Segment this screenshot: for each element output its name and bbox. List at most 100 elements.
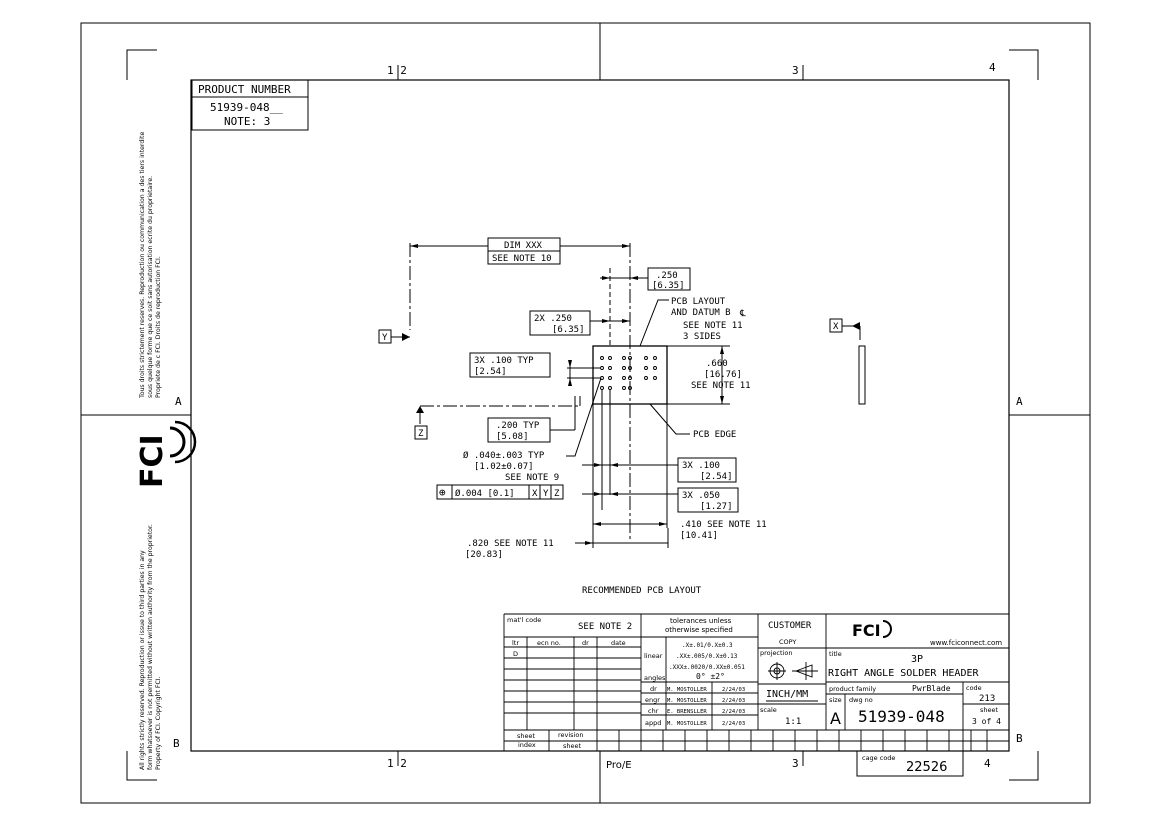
approval-date-appd: 2/24/03: [722, 721, 745, 727]
title-label: title: [829, 650, 842, 658]
zone-label-top-3: 3: [792, 64, 799, 77]
size-label: size: [829, 696, 842, 704]
projection-label: projection: [760, 649, 792, 657]
feature-control-frame: ⊕ Ø.004 [0.1] X Y Z: [436, 484, 564, 500]
side-note-english-line-2: form whatsoever is not permitted without…: [147, 524, 154, 770]
fcf-datum-z: Z: [554, 489, 560, 499]
fci-logo-vertical-text: FCI: [135, 434, 170, 488]
datum-z-box: [414, 425, 428, 440]
tolerance-2: .XX±.005/0.X±0.13: [676, 653, 738, 660]
units-label: INCH/MM: [766, 689, 808, 700]
title-line-2: RIGHT ANGLE SOLDER HEADER: [828, 668, 979, 679]
dim-xxx-note: SEE NOTE 10: [492, 254, 552, 264]
title-block: mat'l code SEE NOTE 2 ltr ecn no. dr dat…: [503, 613, 1009, 751]
cage-code-label: cage code: [862, 754, 895, 762]
revision-table-rows: [504, 657, 641, 714]
hole-diameter-mm: [1.02±0.07]: [474, 462, 534, 472]
product-family-label: product family: [829, 685, 876, 693]
tolerances-line-2: otherwise specified: [665, 626, 733, 634]
pcb-edge-label: PCB EDGE: [693, 430, 736, 440]
matl-code-value: SEE NOTE 2: [578, 622, 632, 632]
dim-2x250-box: [529, 310, 591, 336]
fcf-datum-x: X: [532, 489, 538, 499]
dim-2x250-mm: [6.35]: [552, 325, 585, 335]
product-number-value: 51939-048__: [210, 101, 283, 114]
outer-border: [80, 22, 1091, 804]
dim-820-mm: [20.83]: [465, 550, 503, 560]
approval-role-chr: chr: [648, 707, 659, 715]
dim-200-inch: .200 TYP: [496, 421, 540, 431]
dim-410-inch: .410 SEE NOTE 11: [680, 520, 767, 530]
scale-label: scale: [760, 706, 777, 714]
side-note-english-line-1: All rights strictly reserved. Reproducti…: [139, 550, 146, 770]
dim-660-note: SEE NOTE 11: [691, 381, 751, 391]
dim-3x100-inch: 3X .100: [682, 461, 720, 471]
approval-role-dr: dr: [650, 685, 657, 693]
side-note-english-line-3: Property of FCI. Copyright FCI.: [155, 676, 162, 770]
zone-label-bottom-3: 3: [792, 757, 799, 770]
product-number-note: NOTE: 3: [224, 115, 270, 128]
cage-code-value: 22526: [906, 760, 947, 775]
product-number-header: PRODUCT NUMBER: [198, 83, 291, 96]
dim-xxx-label: DIM XXX: [504, 241, 543, 251]
dim-2x250-inch: 2X .250: [534, 314, 572, 324]
dim-3x100-typ-mm: [2.54]: [474, 367, 507, 377]
zone-label-right-a: A: [1016, 395, 1023, 408]
datum-y-label: Y: [382, 333, 388, 343]
sheet-index-grid: [596, 730, 988, 751]
approval-date-chr: 2/24/03: [722, 709, 745, 715]
datum-z-label: Z: [418, 429, 424, 439]
fci-logo-title-arc: [882, 620, 892, 638]
side-note-french-line-2: sous quelque forme que ce soit sans auto…: [147, 176, 154, 398]
code-label: code: [966, 684, 982, 692]
tolerance-1: .X±.01/0.X±0.3: [682, 642, 733, 649]
approval-name-appd: M. MOSTOLLER: [667, 721, 707, 727]
centerline-symbol: ℄: [739, 309, 746, 319]
third-angle-projection-icon: [768, 662, 818, 680]
revision-label: revision: [558, 731, 583, 739]
dim-3x050-mm: [1.27]: [700, 502, 733, 512]
title-line-1: 3P: [911, 654, 923, 665]
dim-250-mm: [6.35]: [652, 281, 685, 291]
scale-value: 1:1: [785, 717, 801, 727]
side-note-french: Tous droits strictement reserves. Reprod…: [139, 132, 162, 399]
code-value: 213: [979, 694, 995, 704]
zone-label-top-12: 1 2: [387, 64, 407, 77]
dim-3x100-mm: [2.54]: [700, 472, 733, 482]
pcb-layout-callout-4: 3 SIDES: [683, 332, 721, 342]
approval-date-engr: 2/24/03: [722, 698, 745, 704]
rev-header-ecn: ecn no.: [537, 639, 561, 647]
angles-value: 0° ±2°: [696, 672, 725, 681]
tolerance-3: .XXX±.0020/0.XX±0.051: [669, 664, 745, 671]
rev-header-ltr: ltr: [512, 639, 519, 647]
zone-label-right-b: B: [1016, 732, 1023, 745]
zone-label-bottom-4: 4: [984, 757, 991, 770]
sheet-label: sheet: [980, 706, 999, 714]
rev-ltr-value: D: [513, 650, 518, 658]
hole-diameter-inch: Ø .040±.003 TYP: [463, 450, 545, 461]
sheet-value: 3 of 4: [972, 717, 1001, 726]
approval-role-appd: appd: [645, 719, 661, 727]
pcb-outline: [592, 345, 668, 405]
dim-820-inch: .820 SEE NOTE 11: [467, 539, 554, 549]
drawing-caption: RECOMMENDED PCB LAYOUT: [582, 586, 702, 596]
zone-dividers: [81, 23, 1090, 803]
dim-250-inch: .250: [656, 271, 678, 281]
angles-label: angles: [644, 674, 666, 682]
sheet-index-label-2: index: [518, 741, 536, 749]
tolerances-line-1: tolerances unless: [670, 617, 732, 625]
fcf-tolerance: Ø.004 [0.1]: [455, 488, 515, 499]
size-value: A: [830, 709, 841, 728]
side-note-french-line-3: Propriete de c FCI. Droits de reproducti…: [155, 256, 162, 398]
dim-200-mm: [5.08]: [496, 432, 529, 442]
approval-name-engr: M. MOSTOLLER: [667, 698, 707, 704]
fcf-datum-y: Y: [543, 489, 549, 499]
dwg-no-value: 51939-048: [858, 707, 945, 726]
zone-labels: 1 2 3 4 1 2 3 4 A A B B: [173, 61, 1023, 770]
dwg-no-label: dwg no: [849, 696, 873, 704]
drawing-border: [190, 79, 1010, 752]
approval-date-dr: 2/24/03: [722, 687, 745, 693]
dim-3x050-inch: 3X .050: [682, 491, 720, 501]
corner-marks: [126, 49, 1039, 781]
website: www.fciconnect.com: [930, 639, 1002, 647]
